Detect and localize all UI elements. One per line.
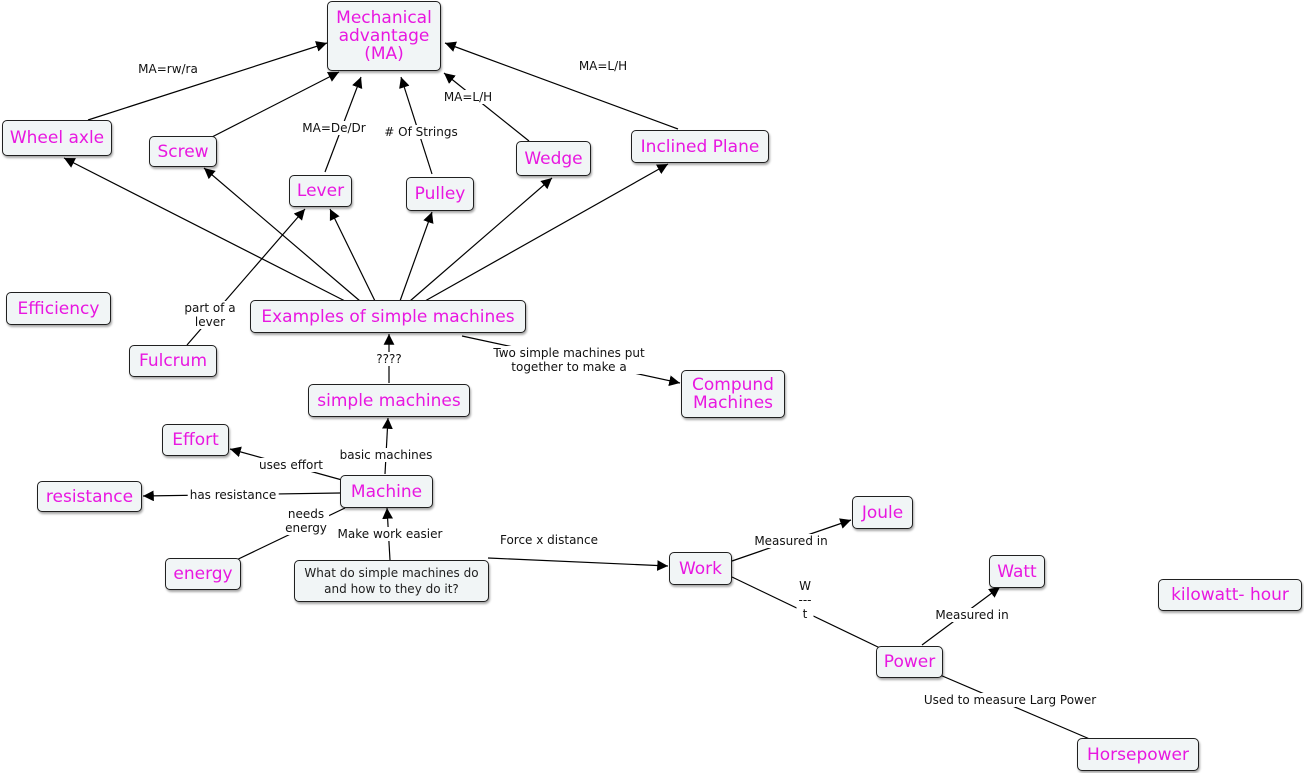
- node-joule[interactable]: Joule: [852, 496, 913, 529]
- node-energy[interactable]: energy: [165, 558, 241, 590]
- link-measured-in-watt: Measured in: [933, 608, 1011, 622]
- link-used-to-measure: Used to measure Larg Power: [921, 693, 1099, 707]
- node-simple-machines[interactable]: simple machines: [308, 384, 470, 417]
- edge-wheel-ma: [87, 41, 328, 121]
- edge-plane-ma: [444, 41, 679, 130]
- node-power[interactable]: Power: [876, 646, 943, 678]
- node-resistance[interactable]: resistance: [37, 481, 142, 512]
- node-compund-machines[interactable]: Compund Machines: [681, 370, 785, 418]
- node-examples-of-simple-machines[interactable]: Examples of simple machines: [250, 300, 526, 333]
- link-ma-l-h-plane: MA=L/H: [576, 59, 630, 73]
- edge-examples-wheel: [63, 157, 346, 302]
- edge-examples-plane: [424, 163, 669, 302]
- link-measured-in-joule: Measured in: [752, 534, 830, 548]
- node-mechanical-advantage[interactable]: Mechanical advantage (MA): [327, 1, 441, 71]
- node-kilowatt-hour[interactable]: kilowatt- hour: [1158, 579, 1302, 611]
- edge-examples-lever: [329, 208, 376, 302]
- edge-power-horsepower: [939, 674, 1093, 741]
- edge-examples-wedge: [409, 177, 553, 302]
- node-machine[interactable]: Machine: [340, 475, 433, 508]
- link-force-x-distance: Force x distance: [497, 533, 601, 547]
- node-inclined-plane[interactable]: Inclined Plane: [631, 130, 769, 163]
- link-w-over-t: W --- t: [796, 579, 814, 621]
- link-ma-de-dr: MA=De/Dr: [300, 121, 368, 135]
- edge-wedge-ma: [443, 72, 530, 142]
- edge-screw-ma: [211, 71, 340, 138]
- node-horsepower[interactable]: Horsepower: [1077, 738, 1199, 771]
- link-two-simple-machines: Two simple machines put together to make…: [491, 346, 647, 374]
- link-needs-energy: needs energy: [283, 507, 329, 535]
- node-lever[interactable]: Lever: [289, 175, 352, 207]
- node-question[interactable]: What do simple machines do and how to th…: [294, 560, 489, 602]
- node-screw[interactable]: Screw: [149, 136, 217, 167]
- edge-examples-screw: [203, 167, 361, 302]
- link-has-resistance: has resistance: [187, 488, 279, 502]
- node-fulcrum[interactable]: Fulcrum: [129, 345, 217, 377]
- link-basic-machines: basic machines: [337, 448, 435, 462]
- link-number-of-strings: # Of Strings: [382, 125, 460, 139]
- node-wedge[interactable]: Wedge: [516, 141, 591, 176]
- edge-question-work: [487, 557, 669, 571]
- node-effort[interactable]: Effort: [162, 424, 229, 456]
- edge-examples-pulley: [399, 211, 434, 302]
- link-uses-effort: uses effort: [257, 458, 325, 472]
- link-make-work-easier: Make work easier: [335, 527, 445, 541]
- node-watt[interactable]: Watt: [989, 555, 1045, 588]
- edge-machine-simple: [382, 417, 393, 475]
- node-pulley[interactable]: Pulley: [406, 177, 474, 211]
- link-ma-rw-ra: MA=rw/ra: [136, 62, 200, 76]
- node-efficiency[interactable]: Efficiency: [6, 292, 111, 325]
- node-work[interactable]: Work: [669, 552, 732, 585]
- link-part-of-lever: part of a lever: [182, 301, 238, 329]
- link-question-marks: ????: [374, 352, 404, 366]
- link-ma-l-h-wedge: MA=L/H: [441, 90, 495, 104]
- node-wheel-axle[interactable]: Wheel axle: [2, 120, 112, 156]
